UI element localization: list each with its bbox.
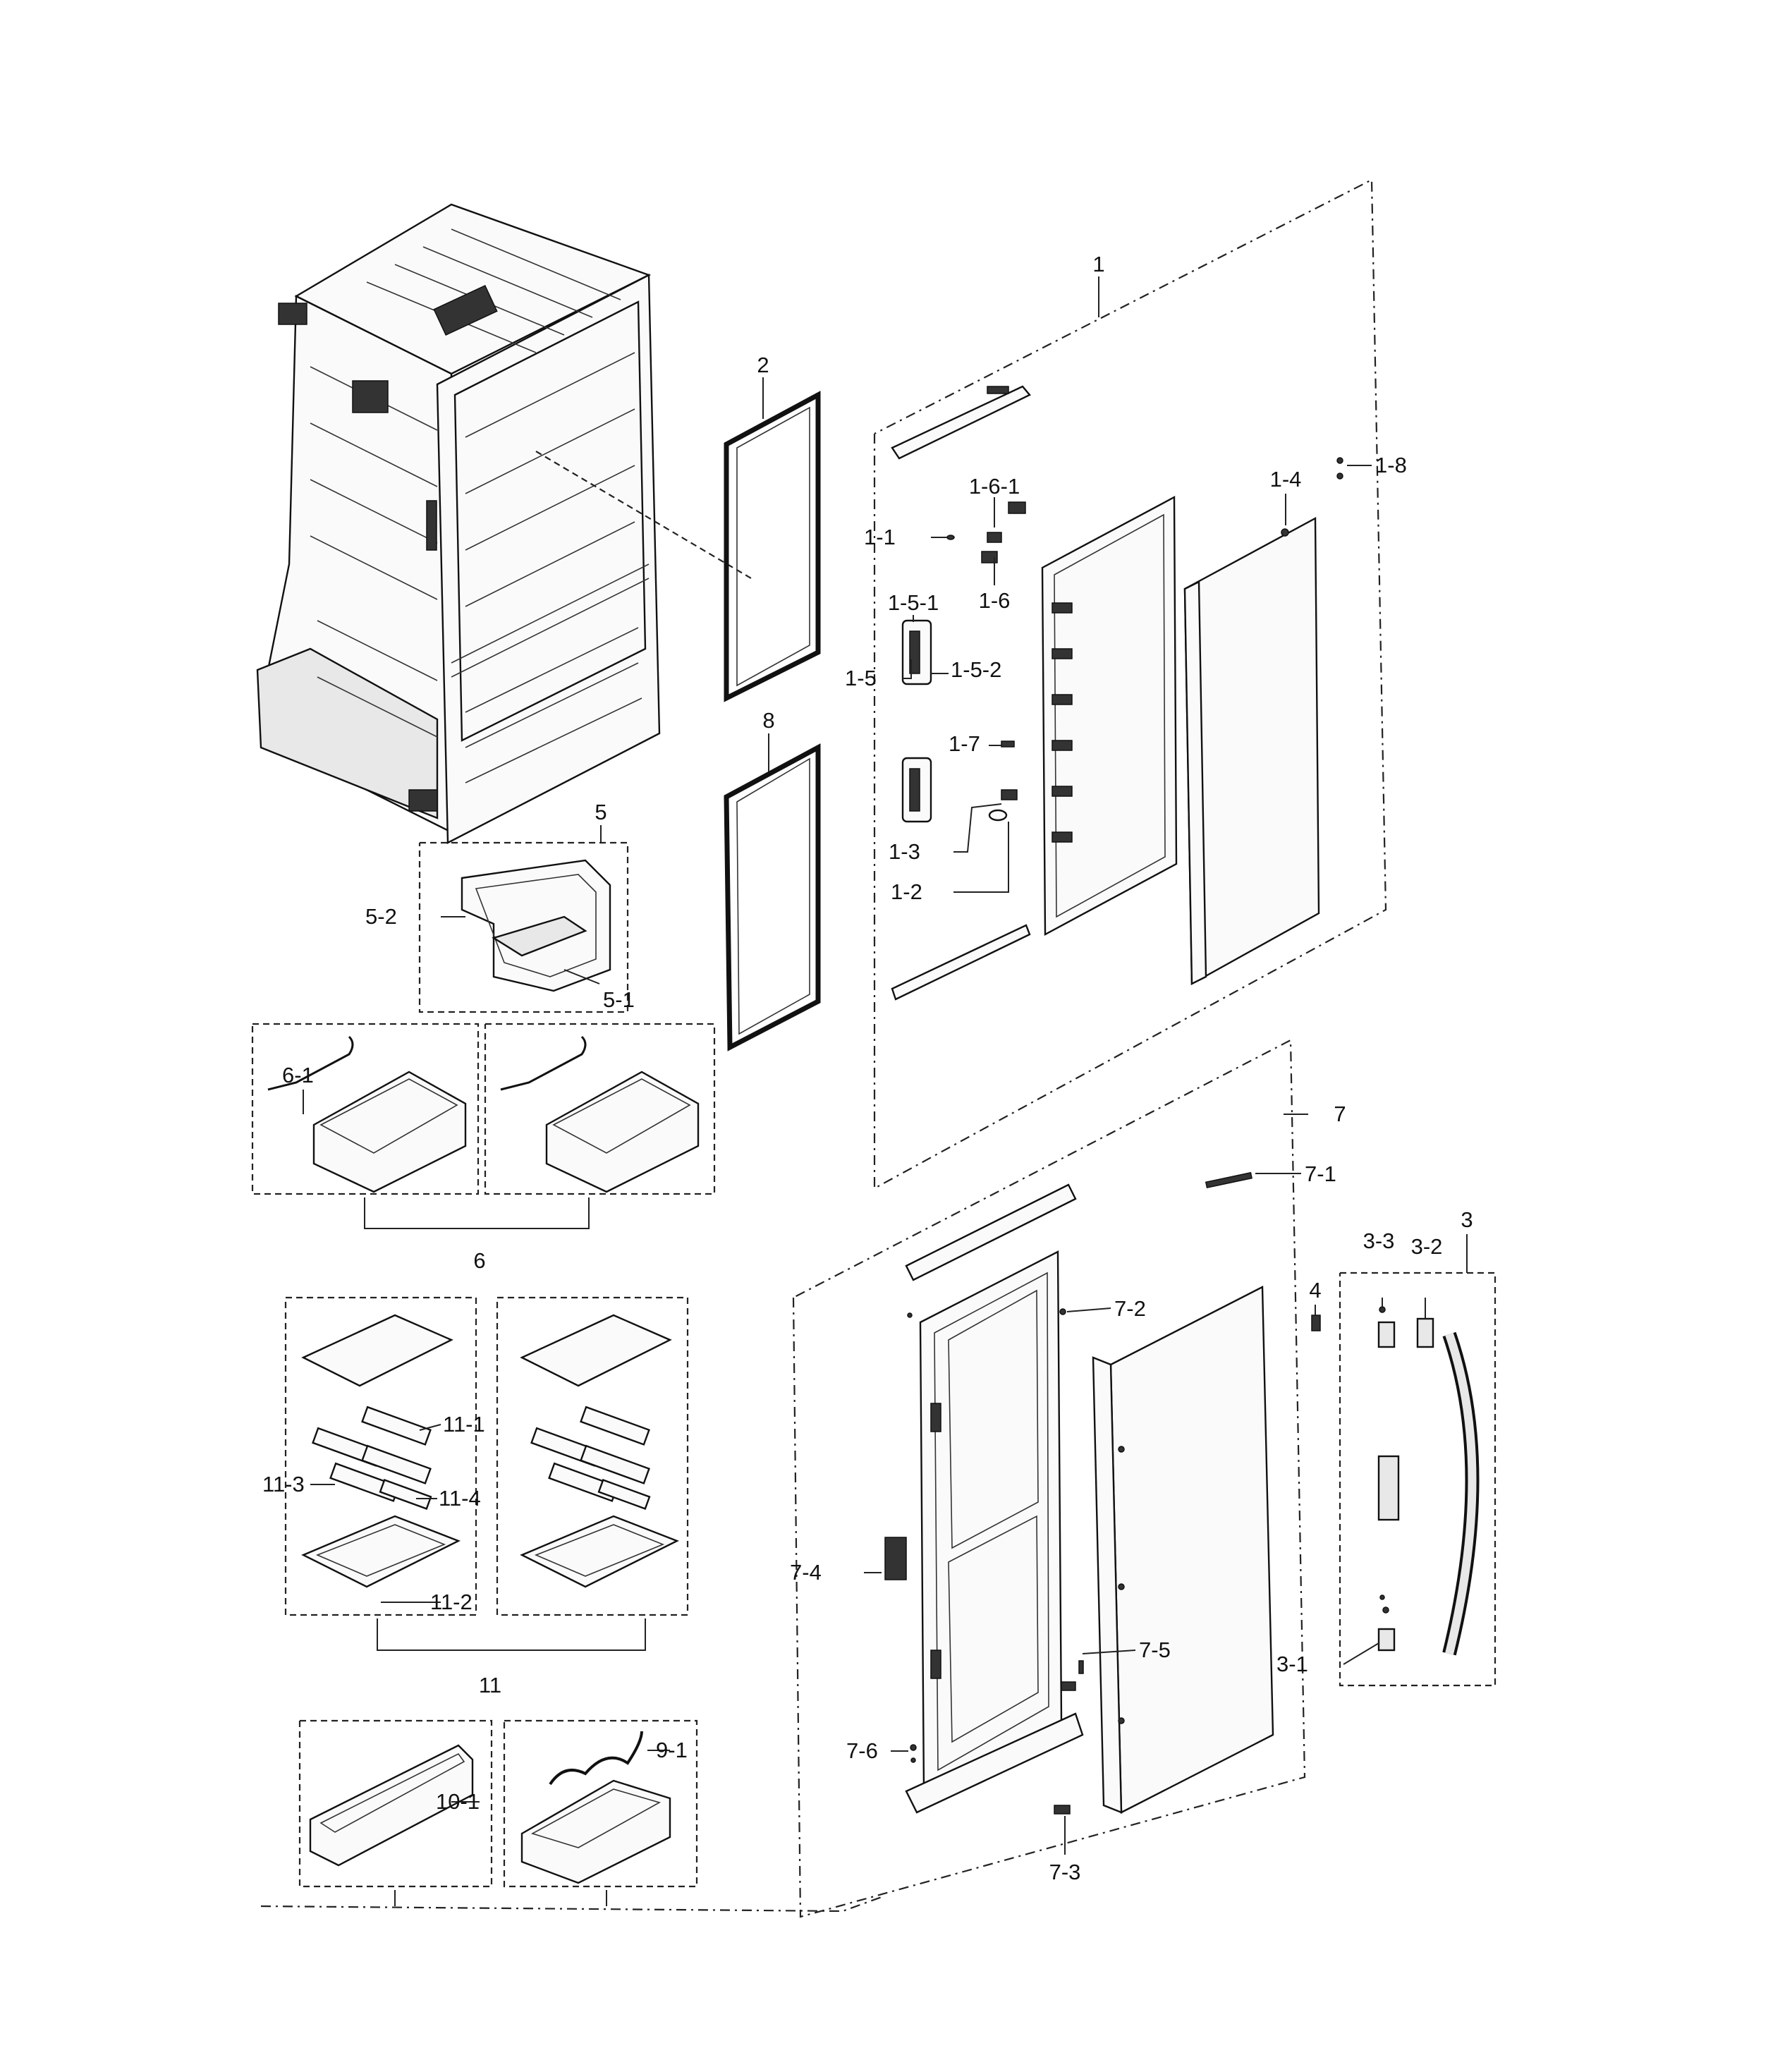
shelf-assembly-left (301, 1314, 461, 1588)
door-bin-9-1 (520, 1731, 671, 1884)
basket-right (500, 1035, 700, 1193)
label-8: 8 (762, 708, 774, 733)
label-3-1: 3-1 (1276, 1652, 1308, 1676)
part-labels: 1 2 8 1-8 1-4 1-6-1 1-1 1-6 1-5-1 1-5 1-… (262, 252, 1473, 1884)
shelf-assembly-right (520, 1314, 679, 1588)
label-3: 3 (1461, 1207, 1473, 1232)
label-7-3: 7-3 (1049, 1860, 1081, 1884)
label-1: 1 (1092, 252, 1104, 276)
label-1-7: 1-7 (949, 731, 980, 756)
door-gasket-2 (724, 391, 821, 702)
label-6-1: 6-1 (282, 1063, 314, 1087)
label-5-1: 5-1 (603, 987, 635, 1012)
label-7-6: 7-6 (846, 1738, 878, 1763)
label-3-3: 3-3 (1363, 1228, 1395, 1253)
label-1-5: 1-5 (845, 666, 877, 690)
door-gasket-8 (724, 743, 821, 1051)
label-1-4: 1-4 (1270, 467, 1302, 492)
door-bin-10-1 (309, 1744, 474, 1867)
label-7-1: 7-1 (1305, 1161, 1336, 1186)
label-1-5-2: 1-5-2 (951, 657, 1001, 682)
label-11: 11 (479, 1673, 501, 1697)
label-2: 2 (757, 353, 769, 377)
label-7-2: 7-2 (1114, 1296, 1146, 1321)
label-1-3: 1-3 (889, 839, 920, 864)
label-5: 5 (595, 800, 607, 824)
label-11-3: 11-3 (262, 1472, 305, 1496)
label-11-1: 11-1 (443, 1412, 485, 1437)
label-5-2: 5-2 (365, 904, 397, 929)
label-10-1: 10-1 (436, 1789, 480, 1814)
label-7: 7 (1334, 1102, 1346, 1126)
label-7-4: 7-4 (790, 1560, 822, 1585)
label-4: 4 (1309, 1278, 1321, 1303)
label-11-2: 11-2 (430, 1590, 473, 1614)
label-1-6-1: 1-6-1 (969, 474, 1020, 499)
basket-left (267, 1035, 467, 1193)
label-1-2: 1-2 (891, 879, 922, 904)
label-1-1: 1-1 (864, 525, 896, 549)
label-1-8: 1-8 (1375, 453, 1407, 477)
cabinet-illustration (256, 203, 661, 844)
label-9-1: 9-1 (656, 1738, 688, 1762)
label-6: 6 (473, 1248, 485, 1273)
label-1-5-1: 1-5-1 (888, 590, 939, 615)
label-11-4: 11-4 (439, 1486, 481, 1511)
label-1-6: 1-6 (979, 588, 1011, 613)
label-7-5: 7-5 (1139, 1638, 1171, 1662)
label-3-2: 3-2 (1411, 1234, 1443, 1259)
